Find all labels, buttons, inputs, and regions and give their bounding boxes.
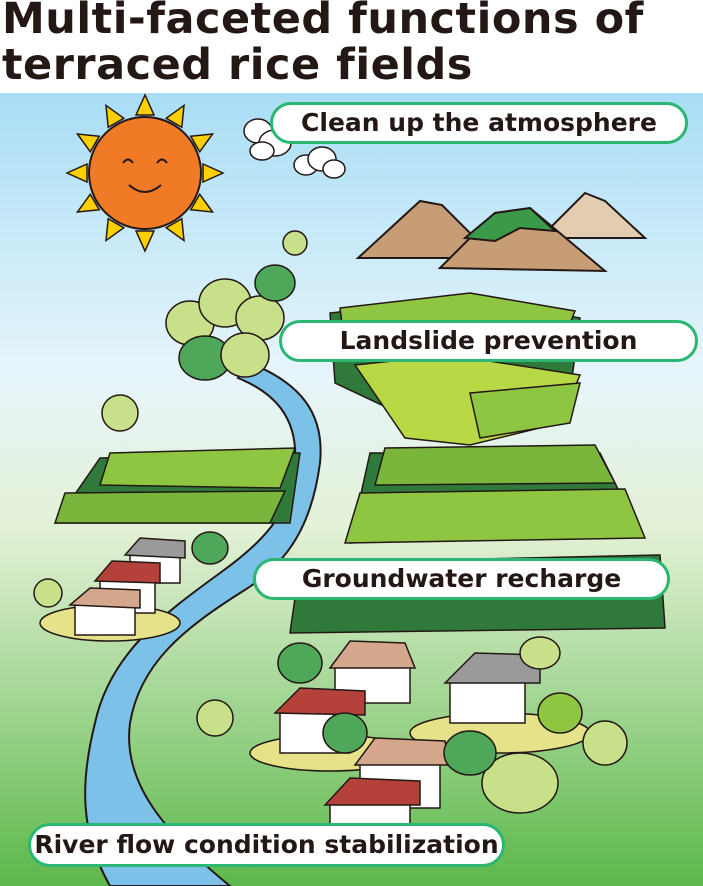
bushes (33, 531, 628, 814)
terraces-left (53, 447, 301, 524)
label-landslide-prevention: Landslide prevention (279, 320, 698, 362)
title-line-1: Multi-faceted functions of (2, 0, 644, 44)
label-groundwater-recharge: Groundwater recharge (253, 558, 670, 600)
terraced-rice-field-illustration (0, 93, 703, 886)
diagram-title: Multi-faceted functions of terraced rice… (2, 0, 644, 88)
sun (65, 93, 225, 253)
mountains (355, 191, 648, 273)
forest (101, 230, 308, 432)
label-river-flow-stabilization: River flow condition stabilization (28, 823, 505, 867)
cloud (293, 146, 346, 179)
label-clean-up-atmosphere: Clean up the atmosphere (270, 102, 688, 144)
village-left (39, 537, 186, 642)
title-line-2: terraced rice fields (2, 40, 473, 90)
